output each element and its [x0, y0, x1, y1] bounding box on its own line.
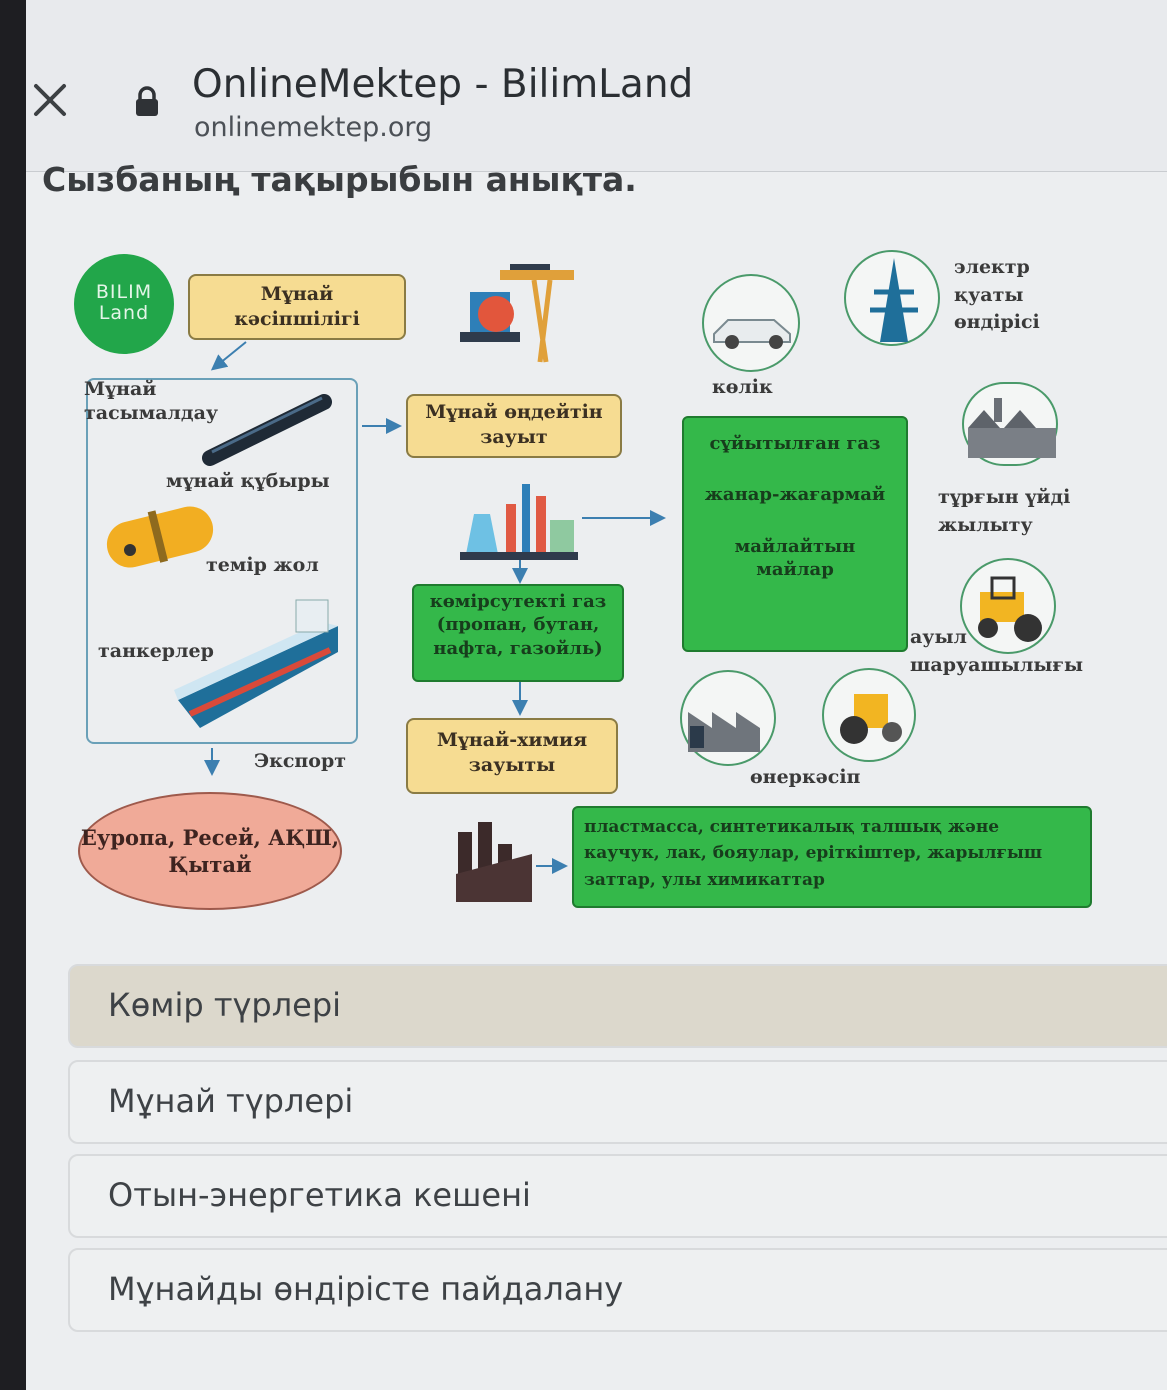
browser-header: OnlineMektep - BilimLand onlinemektep.or…: [26, 0, 1167, 172]
petrochemical-products-box: пластмасса, синтетикалық талшық және кау…: [572, 806, 1092, 908]
product-liquefied-gas: сұйытылған газ: [709, 433, 881, 454]
product-fuel: жанар-жағармай: [704, 484, 886, 506]
export-label: Экспорт: [254, 750, 347, 772]
house-icon: [962, 382, 1058, 466]
oil-diagram: BILIM Land Мұнай кәсіпшілігі Мұнай тасым…: [26, 230, 1167, 930]
home-heating-label: тұрғын үйді жылыту: [938, 486, 1071, 536]
industry-label: өнеркәсіп: [750, 766, 861, 788]
lock-icon: [136, 86, 158, 116]
oil-pump-icon: [460, 264, 574, 363]
transport-use-label: көлік: [712, 376, 773, 398]
refinery-icon: [460, 484, 578, 560]
roller-icon: [822, 668, 916, 762]
page-url: onlinemektep.org: [194, 112, 433, 143]
factory-icon: [456, 822, 532, 902]
petrochemical-plant-box: Мұнай-химия зауыты: [406, 718, 618, 794]
rail-tank-icon: [106, 506, 214, 568]
car-icon: [702, 274, 800, 372]
answer-option-4[interactable]: Мұнайды өндірісте пайдалану: [68, 1248, 1167, 1332]
question-text: Сызбаның тақырыбын анықта.: [42, 160, 637, 199]
railway-label: темір жол: [206, 554, 319, 576]
answer-option-2[interactable]: Мұнай түрлері: [68, 1060, 1167, 1144]
bilimland-logo: BILIM Land: [74, 254, 174, 354]
pipeline-label: мұнай құбыры: [166, 470, 330, 492]
tanker-icon: [174, 599, 338, 728]
transport-group: [86, 378, 358, 744]
power-generation-label: электр қуаты өндірісі: [954, 256, 1040, 334]
answer-option-1[interactable]: Көмір түрлері: [68, 964, 1167, 1048]
refinery-products-box: сұйытылған газ жанар-жағармай майлайтын …: [682, 416, 908, 652]
screen: OnlineMektep - BilimLand onlinemektep.or…: [26, 0, 1167, 1390]
extraction-box: Мұнай кәсіпшілігі: [188, 274, 406, 340]
pipeline-icon: [202, 394, 332, 466]
page-title: OnlineMektep - BilimLand: [192, 62, 694, 107]
export-destinations: Еуропа, Ресей, АҚШ, Қытай: [78, 792, 342, 910]
transport-title: Мұнай тасымалдау: [84, 378, 219, 424]
close-icon[interactable]: [32, 82, 68, 118]
product-lubricants: майлайтын майлар: [734, 535, 856, 581]
tractor-icon: [960, 558, 1056, 654]
hydrocarbon-gas-box: көмірсутекті газ (пропан, бутан, нафта, …: [412, 584, 624, 682]
tankers-label: танкерлер: [98, 640, 214, 662]
diagram-arrows: [204, 341, 666, 874]
industry-building-icon: [680, 670, 776, 766]
power-icon: [844, 250, 940, 346]
agriculture-label: ауыл шаруашылығы: [910, 626, 1084, 676]
refinery-box: Мұнай өңдейтін зауыт: [406, 394, 622, 458]
answer-option-3[interactable]: Отын-энергетика кешені: [68, 1154, 1167, 1238]
